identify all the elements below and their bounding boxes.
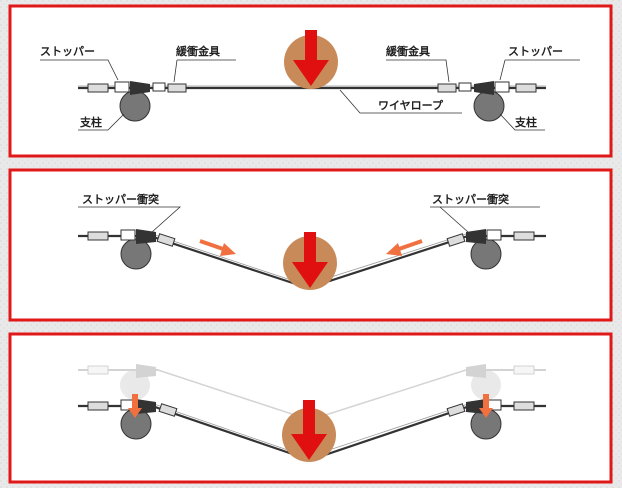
left-hardware-3 [87, 394, 178, 440]
ghost-previous-position [78, 364, 546, 421]
post-right [473, 90, 505, 122]
panel-2-collision: ストッパー衝突 ストッパー衝突 [8, 168, 613, 322]
motion-arrow-icon-right [386, 239, 423, 256]
right-hardware-3 [446, 394, 535, 440]
fitting-right-a [515, 83, 537, 93]
down-arrow-icon [293, 30, 329, 86]
motion-arrow-icon-drop-right [479, 394, 493, 418]
label-stopper-left: ストッパー [40, 45, 95, 58]
left-hardware [87, 81, 187, 122]
label-collision-right: ストッパー衝突 [432, 192, 509, 206]
buffer-fitting-right [437, 83, 457, 93]
motion-arrow-icon-drop-left [128, 394, 142, 418]
buffer-fitting-left [167, 83, 187, 93]
label-wire-rope: ワイヤロープ [378, 98, 444, 112]
post-left [119, 90, 151, 122]
down-arrow-icon [291, 400, 327, 460]
label-stopper-right: ストッパー [508, 45, 563, 58]
stopper-left [114, 81, 130, 93]
label-collision-left: ストッパー衝突 [82, 192, 159, 206]
panel-1-initial: ストッパー 緩衝金具 緩衝金具 ストッパー 支柱 支柱 ワイヤロープ [8, 4, 613, 158]
fitting-left-a [87, 83, 109, 93]
motion-arrow-icon-left [199, 239, 236, 256]
panel-3-post-fall [8, 332, 613, 484]
bracket-left [130, 81, 150, 95]
label-buffer-left: 緩衝金具 [176, 44, 220, 58]
right-hardware-2 [446, 229, 535, 270]
stopper-right [494, 81, 510, 93]
label-post-right: 支柱 [514, 115, 537, 129]
right-hardware [437, 81, 537, 122]
bracket-right [474, 81, 494, 95]
label-post-left: 支柱 [79, 115, 102, 129]
left-hardware-2 [87, 229, 176, 270]
label-buffer-right: 緩衝金具 [386, 44, 430, 58]
down-arrow-icon [292, 232, 328, 288]
